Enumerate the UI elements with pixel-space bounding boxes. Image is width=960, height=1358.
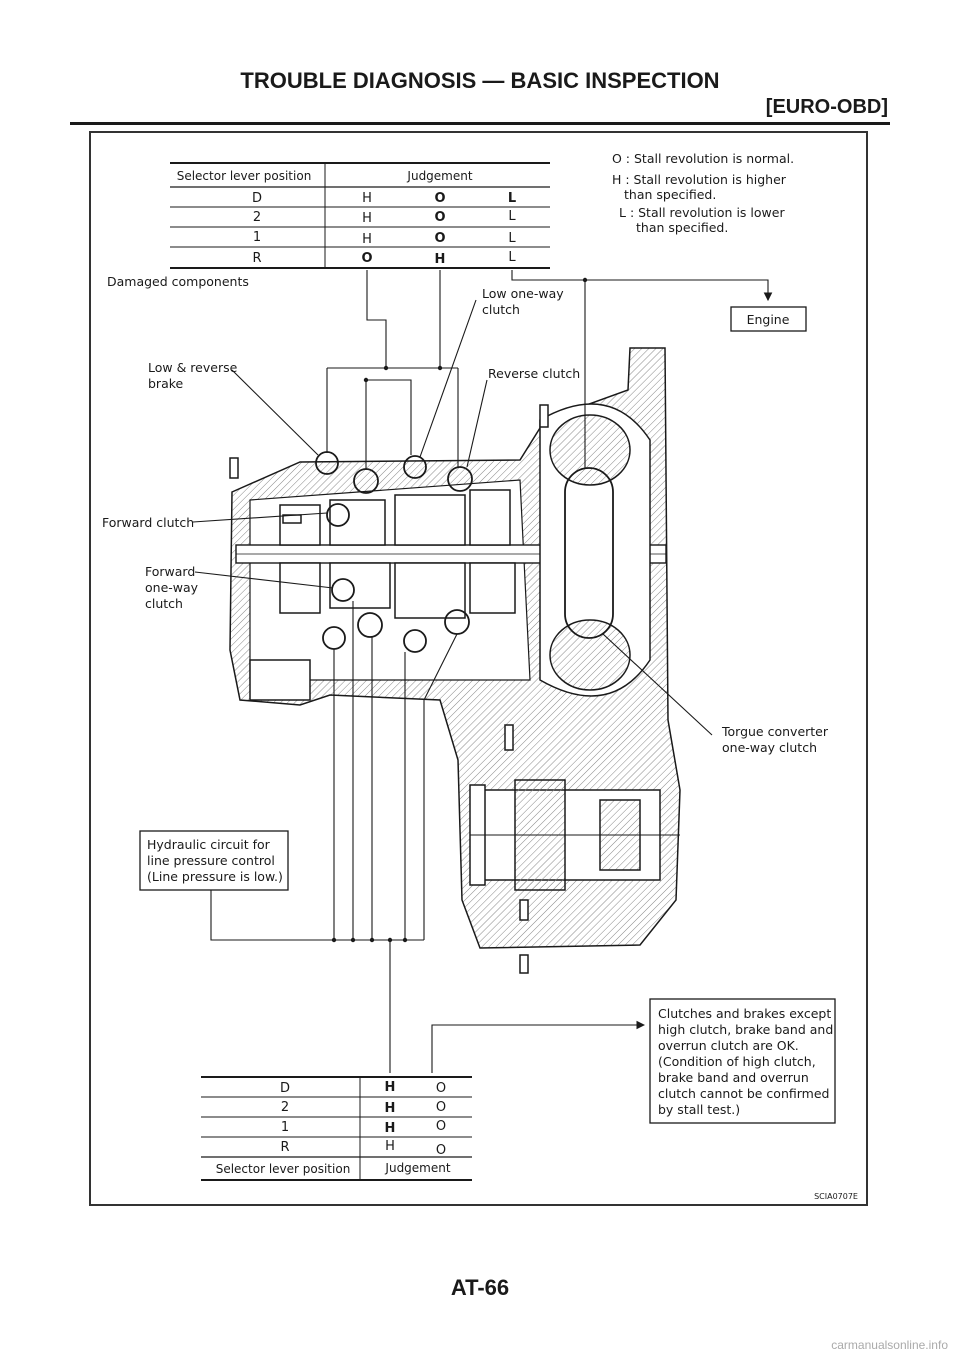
label-clutches-1: Clutches and brakes except [658,1006,831,1021]
top-row-d-j1: H [362,191,372,206]
legend-l-2: than specified. [636,220,728,235]
legend: O : Stall revolution is normal. H : Stal… [612,151,794,235]
hydraulic-box: Hydraulic circuit for line pressure cont… [139,830,289,891]
bottom-row-r-j2: O [436,1143,446,1158]
transmission-cross-section [229,347,681,974]
label-low-one-way-1: Low one-way [482,286,564,301]
bottom-row-1-pos: 1 [281,1120,289,1135]
label-forward-clutch: Forward clutch [102,515,194,530]
figure-frame [89,131,868,1206]
top-table-col-position: Selector lever position [177,169,312,183]
bottom-row-1-j2: O [436,1119,446,1134]
footer-watermark[interactable]: carmanualsonline.info [831,1338,948,1352]
top-row-d-j3: L [508,191,516,206]
bottom-row-1-j1: H [385,1121,396,1136]
top-row-2-j3: L [508,209,516,224]
bottom-row-r-j1: H [385,1139,395,1154]
bottom-row-d-pos: D [280,1081,290,1096]
top-table-col-judgement: Judgement [406,169,472,183]
header-rule [70,122,890,125]
top-row-2-j2: O [434,210,445,225]
top-row-1-j3: L [508,231,516,246]
label-forward-owc-3: clutch [145,596,183,611]
top-row-r-j3: L [508,250,516,265]
label-hydraulic-1: Hydraulic circuit for [147,837,271,852]
engine-box: Engine [730,306,807,332]
label-clutches-4: (Condition of high clutch, [658,1054,816,1069]
bottom-judgement-table: D H O 2 H O 1 H O R H O Selector lever p… [201,1076,472,1181]
top-row-2-pos: 2 [253,210,261,225]
page-number: AT-66 [450,1275,510,1300]
top-row-d-pos: D [252,191,262,206]
label-clutches-3: overrun clutch are OK. [658,1038,799,1053]
top-row-r-j1: O [361,251,372,266]
label-torque-conv-2: one-way clutch [722,740,817,755]
label-forward-owc-1: Forward [145,564,195,579]
connector-lines [192,270,773,1073]
label-clutches-5: brake band and overrun [658,1070,809,1085]
legend-h-1: H : Stall revolution is higher [612,172,787,187]
label-low-one-way-2: clutch [482,302,520,317]
label-reverse-clutch: Reverse clutch [488,366,580,381]
top-row-r-pos: R [252,251,261,266]
result-box: Clutches and brakes except high clutch, … [649,998,836,1124]
bottom-row-2-j2: O [436,1100,446,1115]
label-forward-owc-2: one-way [145,580,199,595]
top-row-r-j2: H [435,252,446,267]
label-clutches-2: high clutch, brake band and [658,1022,833,1037]
page-title: TROUBLE DIAGNOSIS — BASIC INSPECTION [240,68,720,93]
top-row-2-j1: H [362,211,372,226]
section-code: [EURO-OBD] [765,96,888,118]
label-low-reverse-1: Low & reverse [148,360,238,375]
legend-o: O : Stall revolution is normal. [612,151,794,166]
figure-code: SCIA0707E [814,1192,858,1201]
top-row-1-pos: 1 [253,230,261,245]
bottom-row-2-j1: H [385,1101,396,1116]
top-row-d-j2: O [434,191,445,206]
label-clutches-7: by stall test.) [658,1102,740,1117]
junction-dots [331,277,588,943]
label-clutches-6: clutch cannot be confirmed [658,1086,829,1101]
bottom-row-d-j1: H [385,1080,396,1095]
label-hydraulic-3: (Line pressure is low.) [147,869,283,884]
bottom-row-r-pos: R [280,1140,289,1155]
bottom-row-2-pos: 2 [281,1100,289,1115]
bottom-table-col-position: Selector lever position [216,1162,351,1176]
bottom-row-d-j2: O [436,1081,446,1096]
top-row-1-j1: H [362,232,372,247]
legend-h-2: than specified. [624,187,716,202]
label-low-reverse-2: brake [148,376,184,391]
top-row-1-j2: O [434,231,445,246]
legend-l-1: L : Stall revolution is lower [619,205,785,220]
bottom-table-col-judgement: Judgement [384,1161,450,1175]
top-judgement-table: Selector lever position Judgement D H O … [170,162,550,269]
label-torque-conv-1: Torgue converter [721,724,829,739]
label-hydraulic-2: line pressure control [147,853,275,868]
label-engine: Engine [747,312,790,327]
label-damaged-components: Damaged components [107,274,249,289]
